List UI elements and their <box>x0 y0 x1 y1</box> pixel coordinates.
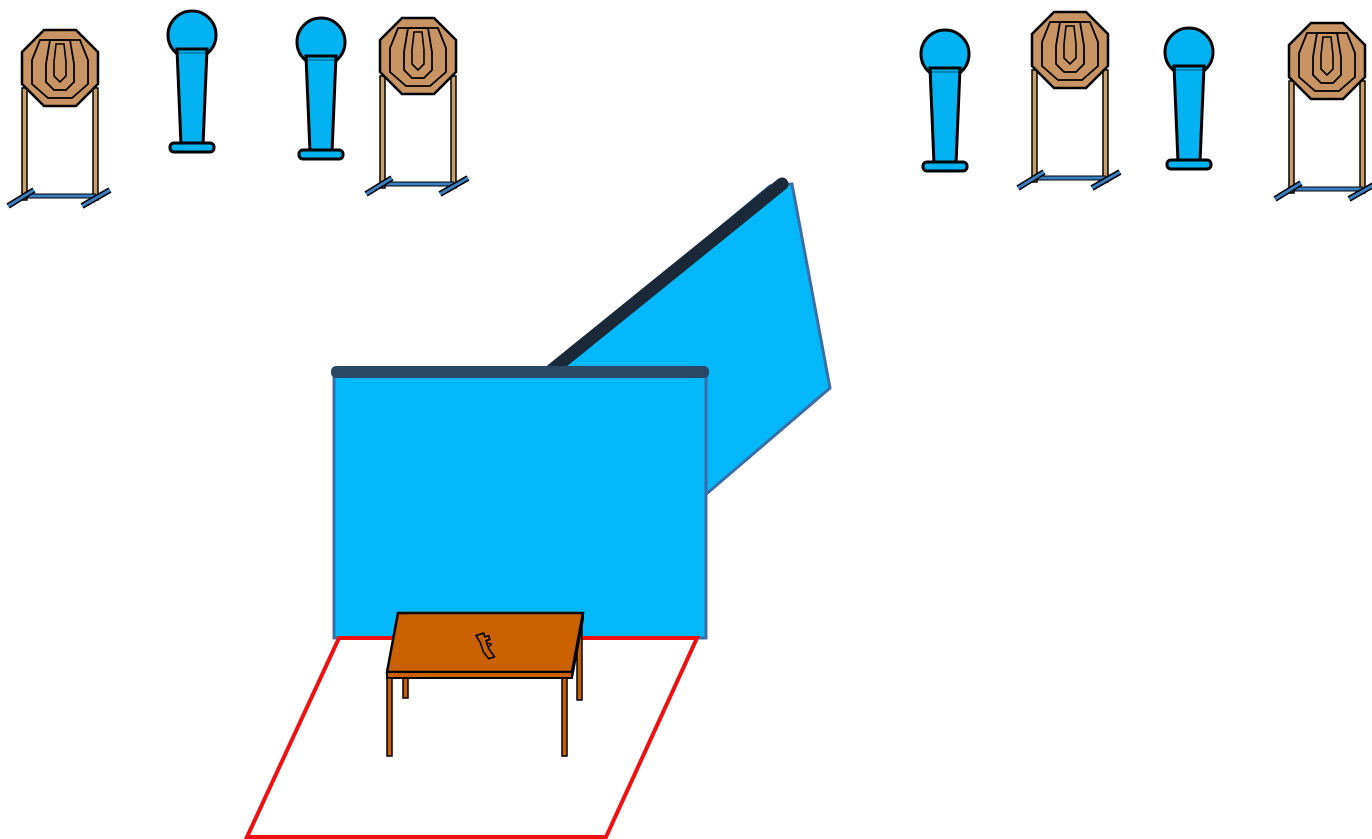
octagon-paper-target-icon <box>8 30 110 206</box>
octagon-paper-target-icon <box>1275 23 1372 199</box>
barricade-rear-top-edge <box>545 177 789 377</box>
pistol-icon <box>474 632 496 660</box>
barricade-front-top-edge <box>331 366 709 378</box>
steel-popper-icon <box>919 28 971 173</box>
octagon-paper-target-icon <box>366 18 468 194</box>
steel-popper-icon <box>1163 26 1215 171</box>
steel-popper-icon <box>166 9 218 154</box>
targets-row <box>8 11 1372 206</box>
steel-popper-icon <box>295 16 347 161</box>
barricade-front-panel <box>332 370 708 640</box>
octagon-paper-target-icon <box>1018 12 1120 188</box>
table-icon <box>385 611 585 757</box>
barricade <box>331 177 832 640</box>
